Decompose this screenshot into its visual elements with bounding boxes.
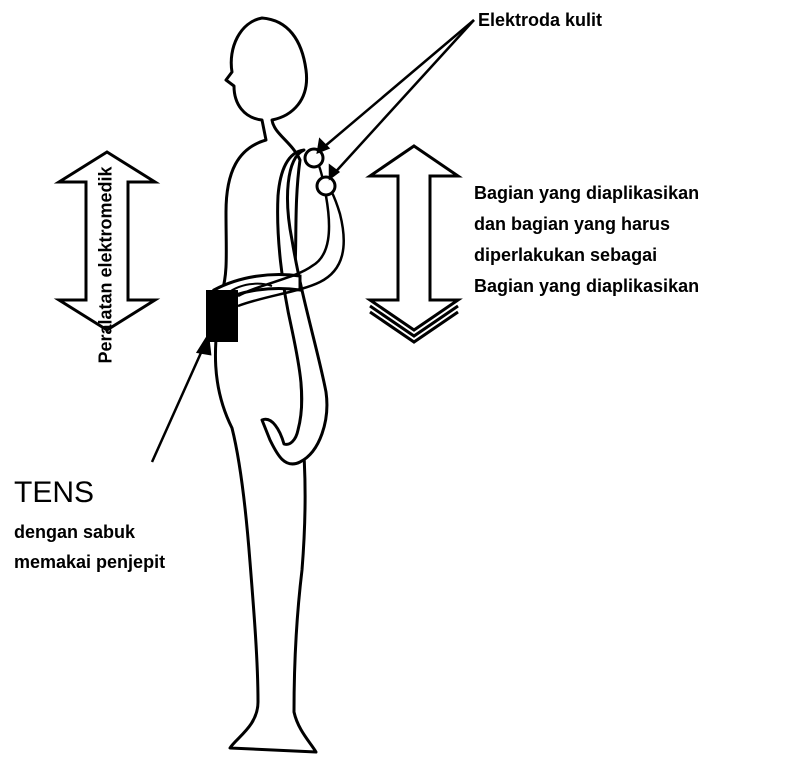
applied-part-line: dan bagian yang harus [474,209,699,240]
tens-description: dengan sabuk memakai penjepit [14,517,165,577]
me-equipment-label: Peralatan elektromedik [96,166,117,363]
applied-part-label: Bagian yang diaplikasikan dan bagian yan… [474,178,699,302]
skin-electrode-label: Elektroda kulit [478,10,602,31]
applied-part-line: Bagian yang diaplikasikan [474,271,699,302]
tens-description-line: memakai penjepit [14,547,165,577]
tens-title: TENS [14,476,94,510]
applied-part-line: diperlakukan sebagai [474,240,699,271]
tens-pointer-arrow [152,336,210,462]
skin-electrode [317,177,335,195]
applied-part-double-arrow [370,146,458,342]
tens-device [206,290,238,342]
tens-description-line: dengan sabuk [14,517,165,547]
applied-part-line: Bagian yang diaplikasikan [474,178,699,209]
skin-electrode-callout [318,20,474,178]
